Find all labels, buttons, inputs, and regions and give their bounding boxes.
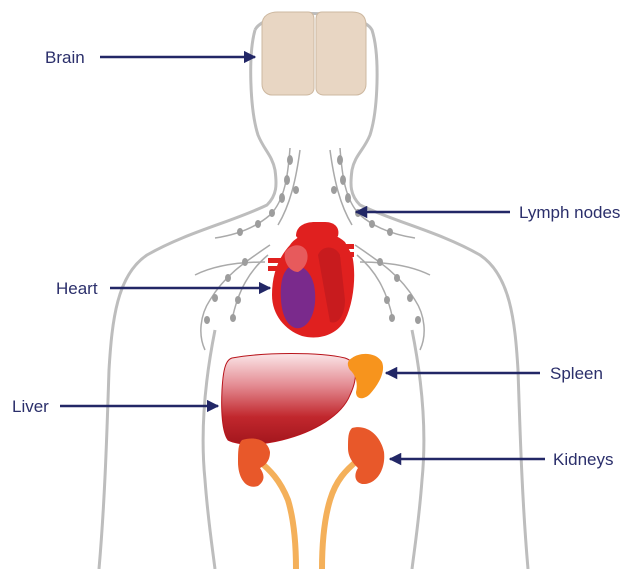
spleen-label: Spleen: [550, 364, 603, 383]
brain-label: Brain: [45, 48, 85, 67]
liver-label: Liver: [12, 397, 49, 416]
liver-illustration: [222, 354, 356, 445]
heart-label: Heart: [56, 279, 98, 298]
kidneys-label: Kidneys: [553, 450, 613, 469]
brain-illustration: [262, 12, 366, 95]
heart-illustration: [268, 222, 354, 337]
ureters: [258, 460, 358, 569]
lymph-nodes-label: Lymph nodes: [519, 203, 620, 222]
